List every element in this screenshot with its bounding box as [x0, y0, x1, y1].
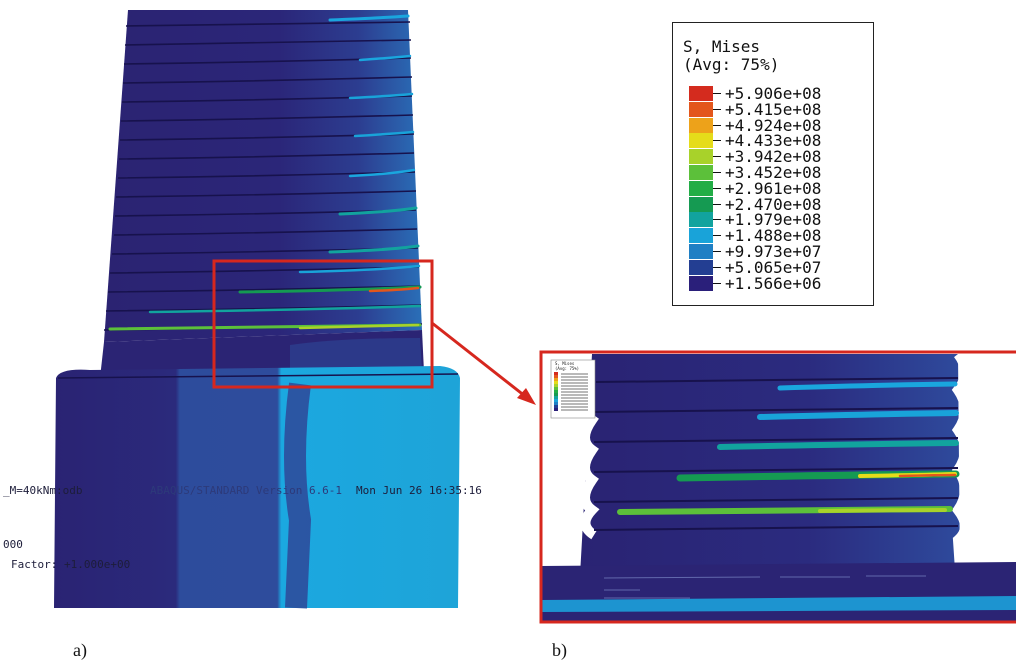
inset-legend-subtitle: (Avg: 75%) [555, 366, 579, 371]
status-text-model: _M=40kNm:odb [3, 484, 83, 497]
legend-value: +5.065e+07 [725, 257, 822, 277]
caption-b: b) [552, 640, 567, 660]
inset-legend-lines [561, 373, 588, 411]
legend-tick [713, 235, 721, 237]
inset-frame [539, 350, 1016, 624]
legend-tick [713, 266, 721, 268]
threaded-section [100, 10, 424, 378]
legend-tick [713, 172, 721, 173]
status-text-version: ABAQUS/STANDARD Version 6.6-1 [150, 484, 343, 497]
legend-tick [713, 156, 721, 158]
legend-swatch [689, 180, 713, 196]
legend-swatch [689, 228, 713, 244]
status-text-date: Mon Jun 26 16:35:16 [356, 484, 482, 497]
legend-tick [713, 108, 721, 110]
legend-swatch [689, 212, 713, 228]
legend-value: +5.906e+08 [725, 84, 822, 103]
legend-value: +3.452e+08 [725, 163, 822, 182]
legend-tick [713, 124, 721, 126]
legend-value: +4.924e+08 [725, 115, 822, 135]
legend-swatch [689, 149, 713, 165]
legend-tick [713, 219, 721, 221]
inset-legend-swatches [554, 372, 558, 411]
caption-a: a) [73, 640, 87, 660]
legend-value: +9.973e+07 [725, 242, 822, 261]
inset-legend-title: S, Mises [555, 361, 575, 366]
legend-swatch [689, 196, 713, 212]
legend-swatch [689, 244, 713, 259]
inset-faint-text [603, 575, 926, 599]
status-text-step: 000 [3, 538, 23, 551]
legend-tick [713, 251, 721, 252]
legend-swatch [689, 133, 713, 149]
legend-swatch [689, 101, 713, 117]
legend-value: +3.942e+08 [725, 147, 822, 167]
contour-legend: S, Mises (Avg: 75%) +5.906e+08+5.415e+08… [672, 22, 874, 306]
legend-swatch [689, 165, 713, 180]
legend-tick [713, 203, 721, 205]
legend-tick [713, 93, 721, 94]
legend-value: +4.433e+08 [725, 131, 822, 151]
legend-subtitle: (Avg: 75%) [683, 55, 780, 74]
legend-value: +2.470e+08 [725, 194, 822, 214]
legend-value: +5.415e+08 [725, 99, 822, 119]
legend-value: +1.566e+06 [725, 273, 822, 293]
base-cylinder [54, 366, 460, 609]
legend-value: +1.979e+08 [725, 210, 822, 230]
legend-tick [713, 282, 721, 284]
legend-title: S, Mises [683, 37, 761, 56]
legend-tick [713, 187, 721, 189]
legend-tick [713, 140, 721, 142]
legend-value: +2.961e+08 [725, 178, 822, 198]
legend-swatch [689, 86, 713, 101]
legend-swatch [689, 275, 713, 291]
zoom-arrow-line [431, 321, 531, 402]
legend-swatch [689, 259, 713, 275]
zoom-arrow-head [517, 388, 536, 405]
legend-swatch [689, 117, 713, 133]
legend-value: +1.488e+08 [725, 226, 822, 246]
inset-panel: S, Mises (Avg: 75%) [539, 350, 1016, 624]
status-text-factor: Factor: +1.000e+00 [11, 558, 131, 571]
